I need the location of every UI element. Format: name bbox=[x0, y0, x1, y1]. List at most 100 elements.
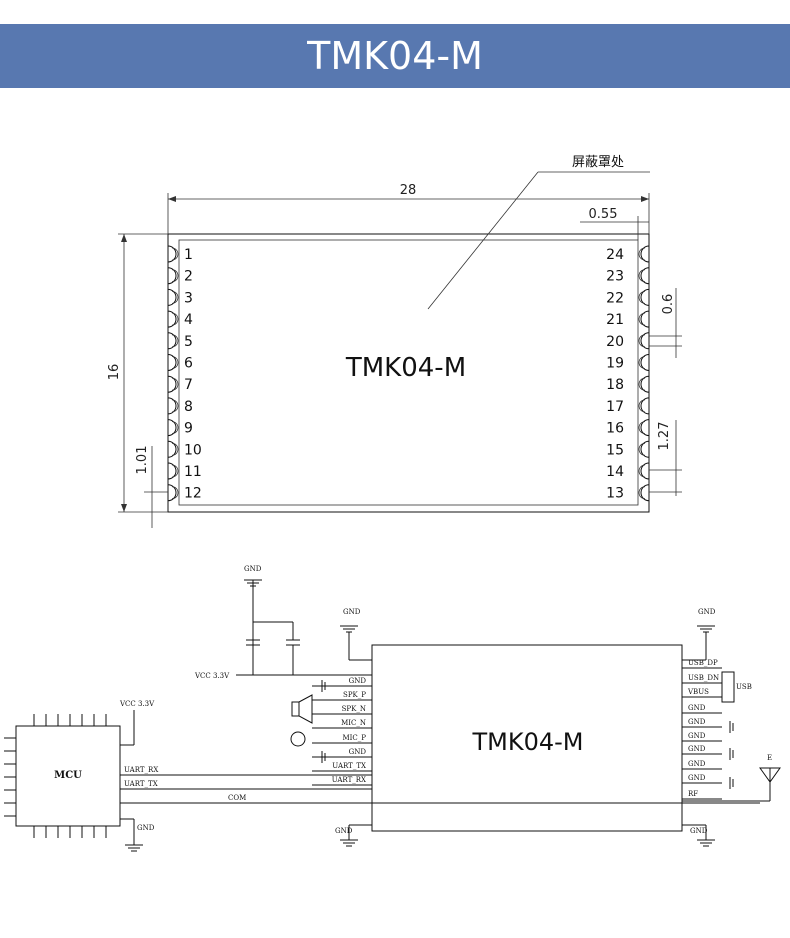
pin-number: 10 bbox=[184, 442, 202, 458]
gnd-label: GND bbox=[244, 565, 262, 573]
pin-number: 19 bbox=[606, 356, 624, 372]
pin-number: 16 bbox=[606, 421, 624, 437]
castellated-pad-inner bbox=[638, 421, 646, 434]
gnd-top-right: GND bbox=[682, 608, 716, 661]
shield-leader bbox=[427, 171, 539, 310]
castellated-pad bbox=[167, 354, 177, 371]
module-outline bbox=[167, 233, 650, 513]
castellated-pad-inner bbox=[638, 312, 646, 326]
castellated-pad bbox=[640, 462, 650, 480]
module-pin-label: SPK_N bbox=[342, 705, 366, 713]
pin-number: 4 bbox=[184, 312, 193, 328]
castellated-pad-inner bbox=[638, 486, 646, 500]
schematic-module-box bbox=[371, 644, 683, 832]
module-pin-label: VBUS bbox=[687, 688, 709, 696]
castellated-pad bbox=[640, 354, 650, 371]
module-pin-label: USB_DN bbox=[688, 674, 719, 682]
castellated-pad-inner bbox=[638, 291, 646, 304]
dim-pitch: 1.27 bbox=[657, 422, 672, 451]
pin-number: 18 bbox=[606, 377, 624, 393]
gnd-label: GND bbox=[137, 824, 155, 832]
castellated-pad-inner bbox=[171, 291, 179, 304]
gnd-label: GND bbox=[343, 608, 361, 616]
module-right-pins: USB_DP USB_DN VBUS GND GND GND GND GND GND RF bbox=[682, 659, 734, 800]
gnd-label: GND bbox=[335, 827, 353, 835]
mcu-label: MCU bbox=[54, 770, 82, 781]
module-pin-label: GND bbox=[688, 732, 706, 740]
module-pin-label: GND bbox=[688, 745, 706, 753]
castellated-pad-inner bbox=[171, 486, 179, 500]
castellated-pad-inner bbox=[171, 247, 179, 261]
castellated-pad bbox=[640, 288, 650, 306]
module-pin-label: UART_RX bbox=[332, 776, 366, 784]
castellated-pad bbox=[167, 440, 177, 458]
castellated-pad-inner bbox=[171, 399, 179, 413]
module-pin-label: UART_TX bbox=[332, 762, 366, 770]
module-pin-label: GND bbox=[688, 760, 706, 768]
castellated-pad-inner bbox=[638, 269, 646, 283]
pin-number: 17 bbox=[606, 399, 624, 415]
castellated-pad-inner bbox=[638, 247, 646, 261]
castellated-pad-inner bbox=[638, 464, 646, 478]
castellated-pad-inner bbox=[638, 399, 646, 413]
right-castellations bbox=[638, 245, 650, 502]
castellated-pad-inner bbox=[171, 421, 179, 434]
dim-edge: 0.55 bbox=[589, 207, 618, 222]
pin-number: 5 bbox=[184, 334, 193, 350]
module-pin-label: RF bbox=[688, 790, 698, 798]
castellated-pad-inner bbox=[171, 269, 179, 283]
pin-number: 3 bbox=[184, 290, 193, 306]
module-pin-label: GND bbox=[688, 704, 706, 712]
pin-number: 11 bbox=[184, 464, 202, 480]
castellated-pad bbox=[167, 332, 177, 350]
module-pin-label: GND bbox=[349, 677, 367, 685]
speaker-icon bbox=[291, 694, 313, 724]
module-pin-label: GND bbox=[688, 718, 706, 726]
dim-bottom: 1.01 bbox=[135, 446, 150, 475]
mcu-body bbox=[15, 725, 121, 827]
castellated-pad bbox=[167, 375, 177, 393]
castellated-pad-inner bbox=[171, 377, 179, 391]
dim-arrow bbox=[121, 504, 127, 512]
dim-arrow bbox=[641, 196, 649, 202]
castellated-pad bbox=[640, 440, 650, 458]
vcc-mcu-label: VCC 3.3V bbox=[119, 700, 155, 708]
shield-label: 屏蔽罩处 bbox=[572, 155, 624, 170]
castellated-pad bbox=[167, 267, 177, 285]
castellated-pad bbox=[640, 267, 650, 285]
gnd-label: GND bbox=[690, 827, 708, 835]
castellated-pad-inner bbox=[171, 356, 179, 369]
castellated-pad bbox=[167, 419, 177, 437]
antenna-label: E bbox=[767, 754, 772, 762]
pin-number: 12 bbox=[184, 486, 202, 502]
module-label: TMK04-M bbox=[345, 353, 466, 383]
module-pin-label: USB_DP bbox=[688, 659, 718, 667]
pin-number: 1 bbox=[184, 247, 193, 263]
castellated-pad-inner bbox=[638, 356, 646, 369]
pin-number: 15 bbox=[606, 442, 624, 458]
castellated-pad-inner bbox=[171, 464, 179, 478]
pin-number: 13 bbox=[606, 486, 624, 502]
pin-number: 9 bbox=[184, 421, 193, 437]
pin-number: 2 bbox=[184, 269, 193, 285]
usb-label: USB bbox=[736, 683, 752, 691]
castellated-pad bbox=[167, 310, 177, 328]
mcu-pins bbox=[4, 714, 107, 838]
schematic-module-label: TMK04-M bbox=[471, 728, 583, 756]
pin-number: 7 bbox=[184, 377, 193, 393]
castellated-pad bbox=[640, 375, 650, 393]
castellated-pad-inner bbox=[171, 312, 179, 326]
module-pin-label: GND bbox=[688, 774, 706, 782]
decoupling-network: GND VCC 3.3V bbox=[194, 565, 372, 680]
module-pin-label: MIC_P bbox=[343, 734, 367, 742]
pin-number: 21 bbox=[606, 312, 624, 328]
module-pin-label: SPK_P bbox=[343, 691, 366, 699]
castellated-pad bbox=[167, 484, 177, 502]
castellated-pad-inner bbox=[638, 442, 646, 456]
pin-number: 24 bbox=[606, 247, 624, 263]
